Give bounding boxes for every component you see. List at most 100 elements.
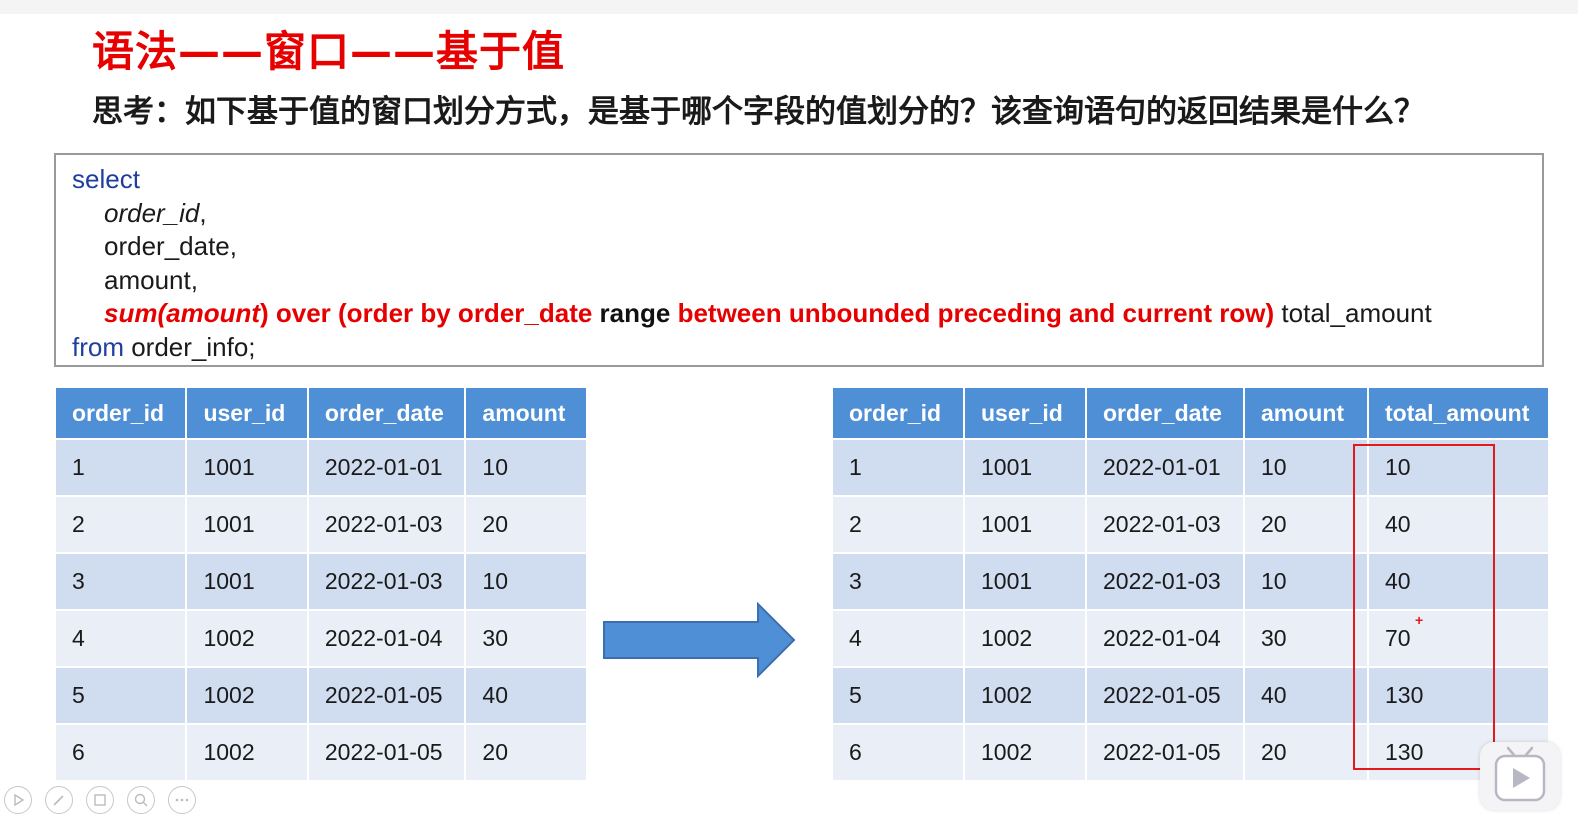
table-cell: 2022-01-05 <box>1087 725 1243 780</box>
table-cell: 30 <box>1245 611 1367 666</box>
table-cell: 40 <box>1369 554 1548 609</box>
table-cell: 130 <box>1369 668 1548 723</box>
table-cell: 3 <box>833 554 963 609</box>
code-col-amount: amount, <box>104 264 198 295</box>
top-bar <box>0 0 1578 14</box>
code-line-col1: order_id, <box>72 197 1542 231</box>
table-row: 3 1001 2022-01-03 10 <box>56 554 586 609</box>
table-cell: 1001 <box>965 554 1085 609</box>
code-alias: total_amount <box>1274 298 1432 328</box>
code-comma: , <box>199 197 207 228</box>
table-cell: 1001 <box>187 497 307 552</box>
code-over-part: ) over (order by order_date <box>260 298 600 328</box>
table-cell: 6 <box>56 725 186 780</box>
table-cell: 20 <box>1245 497 1367 552</box>
right-arrow-icon <box>603 602 796 679</box>
table-cell: 2022-01-04 <box>1087 611 1243 666</box>
table-cell: 4 <box>833 611 963 666</box>
table-cell: 2022-01-01 <box>1087 440 1243 495</box>
table-cell: 4 <box>56 611 186 666</box>
slides-icon[interactable] <box>86 786 114 814</box>
code-range-kw: range <box>599 298 671 328</box>
table-cell: 1002 <box>965 668 1085 723</box>
table-cell: 5 <box>833 668 963 723</box>
header-user-id: user_id <box>187 388 307 438</box>
header-user-id: user_id <box>965 388 1085 438</box>
table-row: 2 1001 2022-01-03 20 40 <box>833 497 1548 552</box>
table-cell: 70 <box>1369 611 1548 666</box>
table-cell: 1001 <box>965 497 1085 552</box>
source-table: order_id user_id order_date amount 1 100… <box>54 386 588 782</box>
code-between-part: between unbounded preceding and current … <box>670 298 1275 328</box>
header-order-id: order_id <box>56 388 186 438</box>
table-row: 2 1001 2022-01-03 20 <box>56 497 586 552</box>
code-line-col2: order_date, <box>72 230 1542 264</box>
table-cell: 20 <box>466 497 586 552</box>
table-cell: 2022-01-05 <box>1087 668 1243 723</box>
table-header-row: order_id user_id order_date amount <box>56 388 586 438</box>
table-cell: 2022-01-01 <box>308 440 465 495</box>
table-cell: 2022-01-03 <box>308 497 465 552</box>
table-cell: 1002 <box>187 611 307 666</box>
table-row: 4 1002 2022-01-04 30 70 <box>833 611 1548 666</box>
table-header-row: order_id user_id order_date amount total… <box>833 388 1548 438</box>
table-row: 3 1001 2022-01-03 10 40 <box>833 554 1548 609</box>
header-total-amount: total_amount <box>1369 388 1548 438</box>
code-line-window: sum(amount) over (order by order_date ra… <box>72 297 1542 331</box>
play-icon[interactable] <box>4 786 32 814</box>
code-sum-expr: sum(amount <box>104 298 260 328</box>
table-cell: 2022-01-05 <box>308 668 465 723</box>
table-cell: 2022-01-03 <box>1087 554 1243 609</box>
table-cell: 2 <box>56 497 186 552</box>
pen-icon[interactable] <box>45 786 73 814</box>
table-cell: 6 <box>833 725 963 780</box>
table-cell: 2 <box>833 497 963 552</box>
table-cell: 1002 <box>187 725 307 780</box>
header-order-date: order_date <box>308 388 465 438</box>
table-cell: 10 <box>1245 440 1367 495</box>
table-cell: 40 <box>1369 497 1548 552</box>
code-line-select: select <box>72 163 1542 197</box>
code-line-col3: amount, <box>72 264 1542 298</box>
table-row: 4 1002 2022-01-04 30 <box>56 611 586 666</box>
slide-question: 思考：如下基于值的窗口划分方式，是基于哪个字段的值划分的？该查询语句的返回结果是… <box>92 94 1425 130</box>
code-table-name: order_info; <box>124 331 256 362</box>
table-row: 5 1002 2022-01-05 40 130 <box>833 668 1548 723</box>
table-cell: 1001 <box>187 554 307 609</box>
code-col-order-date: order_date, <box>104 231 237 261</box>
header-order-date: order_date <box>1087 388 1243 438</box>
table-cell: 1001 <box>965 440 1085 495</box>
header-order-id: order_id <box>833 388 963 438</box>
table-row: 5 1002 2022-01-05 40 <box>56 668 586 723</box>
table-cell: 20 <box>1245 725 1367 780</box>
sql-code-box: select order_id, order_date, amount, sum… <box>54 153 1544 367</box>
slide-title: 语法——窗口——基于值 <box>92 27 566 76</box>
table-cell: 40 <box>1245 668 1367 723</box>
result-table: order_id user_id order_date amount total… <box>831 386 1550 782</box>
code-line-from: from order_info; <box>72 331 1542 365</box>
zoom-icon[interactable] <box>127 786 155 814</box>
header-amount: amount <box>1245 388 1367 438</box>
table-cell: 1 <box>833 440 963 495</box>
keyword-from: from <box>72 331 124 362</box>
table-cell: 1002 <box>965 725 1085 780</box>
table-row: 6 1002 2022-01-05 20 130 <box>833 725 1548 780</box>
more-icon[interactable] <box>168 786 196 814</box>
table-cell: 10 <box>466 440 586 495</box>
cursor-crosshair-icon: + <box>1415 612 1424 628</box>
total-amount-highlight-box <box>1353 444 1495 770</box>
table-cell: 2022-01-05 <box>308 725 465 780</box>
play-overlay-icon[interactable] <box>1480 742 1560 810</box>
table-cell: 30 <box>466 611 586 666</box>
table-cell: 2022-01-04 <box>308 611 465 666</box>
table-cell: 10 <box>466 554 586 609</box>
table-cell: 10 <box>1369 440 1548 495</box>
table-cell: 1 <box>56 440 186 495</box>
table-cell: 3 <box>56 554 186 609</box>
table-cell: 2022-01-03 <box>1087 497 1243 552</box>
table-cell: 1002 <box>187 668 307 723</box>
header-amount: amount <box>466 388 586 438</box>
code-col-order-id: order_id <box>104 197 200 228</box>
table-cell: 10 <box>1245 554 1367 609</box>
table-cell: 2022-01-03 <box>308 554 465 609</box>
